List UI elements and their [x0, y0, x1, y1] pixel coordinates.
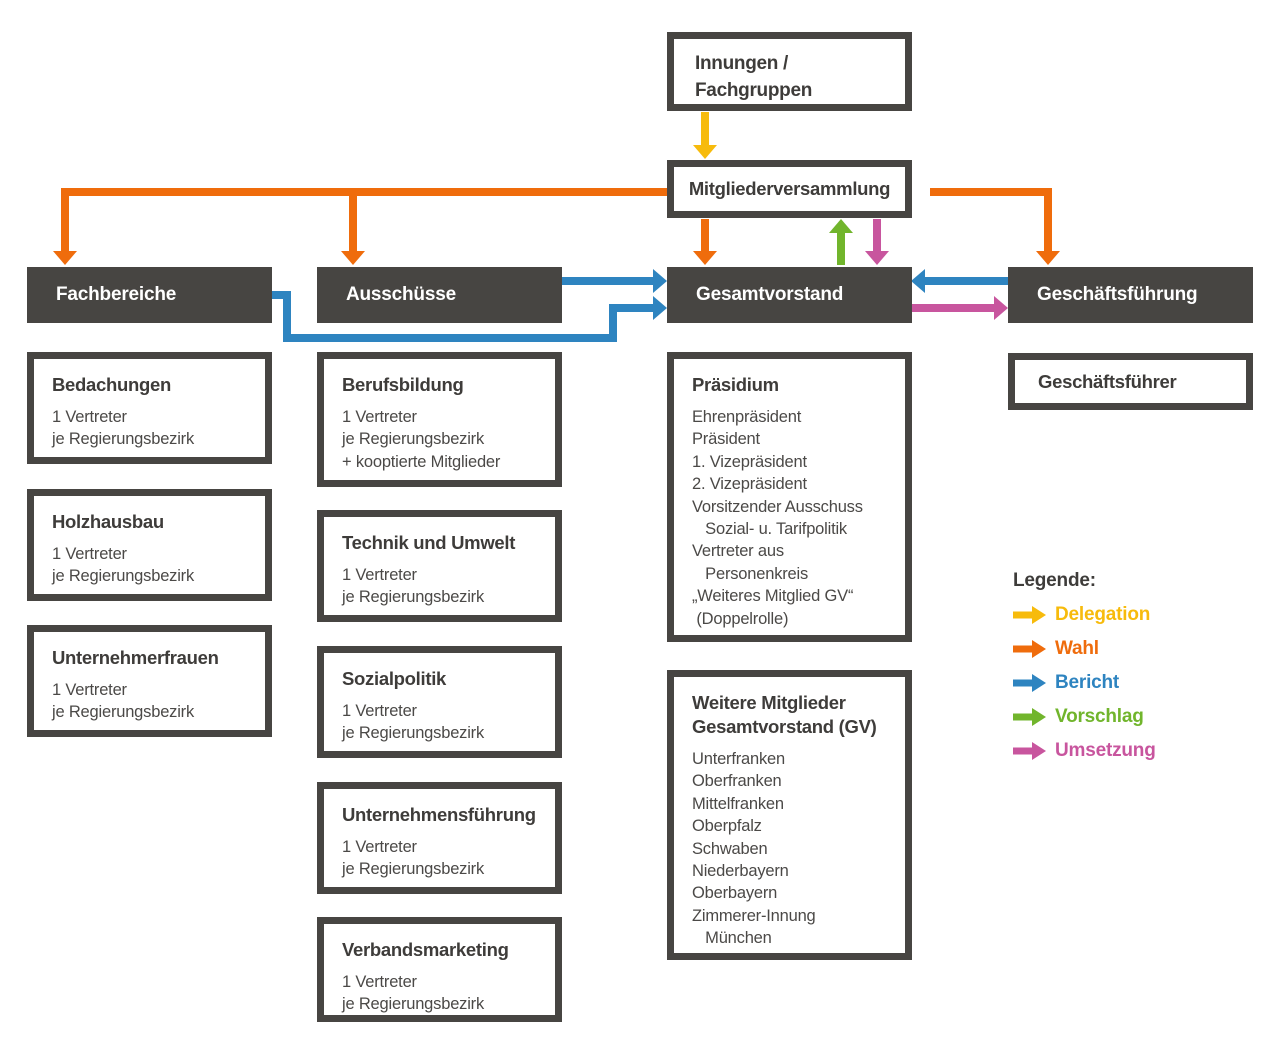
legend-label: Vorschlag [1055, 706, 1144, 727]
box-body: 1 Vertreter je Regierungsbezirk [52, 408, 195, 449]
box-body: 1 Vertreter je Regierungsbezirk + koopti… [342, 408, 501, 471]
legend-item-umsetzung: Umsetzung [1013, 740, 1156, 762]
box-berufsbildung: Berufsbildung 1 Vertreter je Regierungsb… [317, 352, 562, 487]
box-title: Bedachungen [52, 374, 172, 395]
box-title: Unternehmerfrauen [52, 647, 219, 668]
box-body: Unterfranken Oberfranken Mittelfranken O… [692, 750, 816, 948]
box-unternehmerfrauen: Unternehmerfrauen 1 Vertreter je Regieru… [27, 625, 272, 737]
box-title: Verbandsmarketing [342, 939, 509, 960]
box-body: 1 Vertreter je Regierungsbezirk [342, 702, 485, 743]
delegation-arrow-innungen-to-mitgliederversammlung [693, 112, 717, 159]
box-title: Unternehmensführung [342, 804, 536, 825]
header-geschaeftsfuehrung: Geschäftsführung [1008, 267, 1253, 323]
innungen-fachgruppen-label: Innungen / Fachgruppen [695, 53, 813, 101]
header-geschaeftsfuehrung-label: Geschäftsführung [1037, 284, 1198, 305]
wahl-arrows-mitgliederversammlung-to-organs [53, 188, 1060, 265]
arrow-right-icon [1013, 708, 1046, 726]
box-mitgliederversammlung: Mitgliederversammlung [667, 160, 912, 218]
box-body: 1 Vertreter je Regierungsbezirk [52, 545, 195, 586]
header-fachbereiche: Fachbereiche [27, 267, 272, 323]
box-title: Präsidium [692, 374, 779, 395]
box-body: 1 Vertreter je Regierungsbezirk [342, 566, 485, 607]
box-body: Ehrenpräsident Präsident 1. Vizepräsiden… [692, 408, 863, 628]
mitgliederversammlung-label: Mitgliederversammlung [688, 178, 891, 199]
box-bedachungen: Bedachungen 1 Vertreter je Regierungsbez… [27, 352, 272, 464]
geschaeftsfuehrer-label: Geschäftsführer [1038, 370, 1177, 392]
box-geschaeftsfuehrer: Geschäftsführer [1008, 353, 1253, 410]
header-gesamtvorstand: Gesamtvorstand [667, 267, 912, 323]
legend-item-wahl: Wahl [1013, 638, 1156, 660]
arrow-right-icon [1013, 640, 1046, 658]
box-technik-und-umwelt: Technik und Umwelt 1 Vertreter je Regier… [317, 510, 562, 622]
header-gesamtvorstand-label: Gesamtvorstand [696, 284, 844, 305]
legend-item-delegation: Delegation [1013, 604, 1156, 626]
box-verbandsmarketing: Verbandsmarketing 1 Vertreter je Regieru… [317, 917, 562, 1022]
umsetzung-arrows [865, 219, 1008, 320]
legend-title: Legende: [1013, 570, 1096, 591]
box-body: 1 Vertreter je Regierungsbezirk [342, 973, 485, 1014]
arrow-right-icon [1013, 674, 1046, 692]
box-praesidium: Präsidium Ehrenpräsident Präsident 1. Vi… [667, 352, 912, 642]
bericht-arrows-to-gesamtvorstand [272, 269, 1008, 342]
legend-label: Umsetzung [1055, 740, 1156, 761]
box-title: Weitere Mitglieder Gesamtvorstand (GV) [692, 692, 877, 737]
legend-label: Delegation [1055, 604, 1151, 625]
box-title: Holzhausbau [52, 511, 164, 532]
legend-item-bericht: Bericht [1013, 672, 1156, 694]
box-body: 1 Vertreter je Regierungsbezirk [52, 681, 195, 722]
header-ausschuesse: Ausschüsse [317, 267, 562, 323]
arrow-right-icon [1013, 742, 1046, 760]
legend-label: Wahl [1055, 638, 1099, 659]
box-title: Technik und Umwelt [342, 532, 516, 553]
box-title: Berufsbildung [342, 374, 464, 395]
header-ausschuesse-label: Ausschüsse [346, 284, 456, 305]
arrow-right-icon [1013, 606, 1046, 624]
legend-item-vorschlag: Vorschlag [1013, 706, 1156, 728]
legend: Legende: Delegation Wahl [1013, 570, 1156, 762]
header-fachbereiche-label: Fachbereiche [56, 284, 177, 305]
box-weitere-mitglieder-gv: Weitere Mitglieder Gesamtvorstand (GV) U… [667, 670, 912, 960]
box-innungen-fachgruppen: Innungen / Fachgruppen [667, 32, 912, 111]
box-unternehmensfuehrung: Unternehmensführung 1 Vertreter je Regie… [317, 782, 562, 894]
vorschlag-arrow-gesamtvorstand-to-mitgliederversammlung [829, 219, 853, 265]
box-sozialpolitik: Sozialpolitik 1 Vertreter je Regierungsb… [317, 646, 562, 758]
box-title: Sozialpolitik [342, 668, 447, 689]
box-body: 1 Vertreter je Regierungsbezirk [342, 838, 485, 879]
box-holzhausbau: Holzhausbau 1 Vertreter je Regierungsbez… [27, 489, 272, 601]
legend-label: Bericht [1055, 672, 1120, 693]
